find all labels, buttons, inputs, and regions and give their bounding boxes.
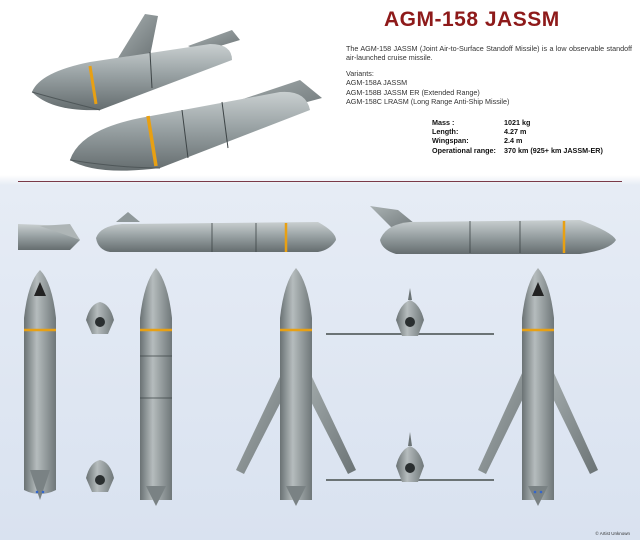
bottom-view-deployed xyxy=(478,268,598,506)
spec-row-mass: Mass : 1021 kg xyxy=(432,118,603,127)
spec-value: 370 km (925+ km JASSM-ER) xyxy=(504,145,603,155)
spec-value: 2.4 m xyxy=(504,136,523,146)
spec-label: Operational range: xyxy=(432,145,496,155)
variants-list: Variants: AGM-158A JASSM AGM-158B JASSM … xyxy=(346,69,509,107)
front-view-small-lower xyxy=(86,460,114,492)
spec-label: Wingspan: xyxy=(432,136,469,146)
front-view-wings-lower xyxy=(326,432,494,482)
front-view-wings-upper xyxy=(326,288,494,336)
spec-row-range: Operational range: 370 km (925+ km JASSM… xyxy=(432,146,603,155)
spec-label: Length: xyxy=(432,127,459,137)
variant-item: AGM-158C LRASM (Long Range Anti-Ship Mis… xyxy=(346,97,510,107)
front-view-small-upper xyxy=(86,302,114,334)
variants-heading: Variants: xyxy=(346,69,374,78)
credit-text: © Artist Unknown xyxy=(595,531,630,536)
variant-item: AGM-158A JASSM xyxy=(346,78,408,88)
page-title: AGM-158 JASSM xyxy=(384,8,560,31)
missile-perspective-lower xyxy=(69,80,322,171)
spec-value: 4.27 m xyxy=(504,127,527,137)
divider-line xyxy=(18,181,622,182)
spec-row-length: Length: 4.27 m xyxy=(432,127,603,136)
top-view-deployed xyxy=(236,268,356,506)
side-view-folded xyxy=(96,212,336,252)
intro-paragraph: The AGM-158 JASSM (Joint Air-to-Surface … xyxy=(346,44,632,63)
side-view-deployed xyxy=(370,206,616,254)
top-view-folded xyxy=(140,268,172,506)
spec-row-wingspan: Wingspan: 2.4 m xyxy=(432,136,603,145)
spec-label: Mass : xyxy=(432,118,455,127)
missile-perspective-upper xyxy=(31,14,240,111)
side-view-nose-fragment xyxy=(18,224,80,250)
bottom-view-missile-1 xyxy=(24,270,56,500)
variant-item: AGM-158B JASSM ER (Extended Range) xyxy=(346,87,480,97)
spec-value: 1021 kg xyxy=(504,118,531,127)
specs-table: Mass : 1021 kg Length: 4.27 m Wingspan: … xyxy=(432,118,603,155)
